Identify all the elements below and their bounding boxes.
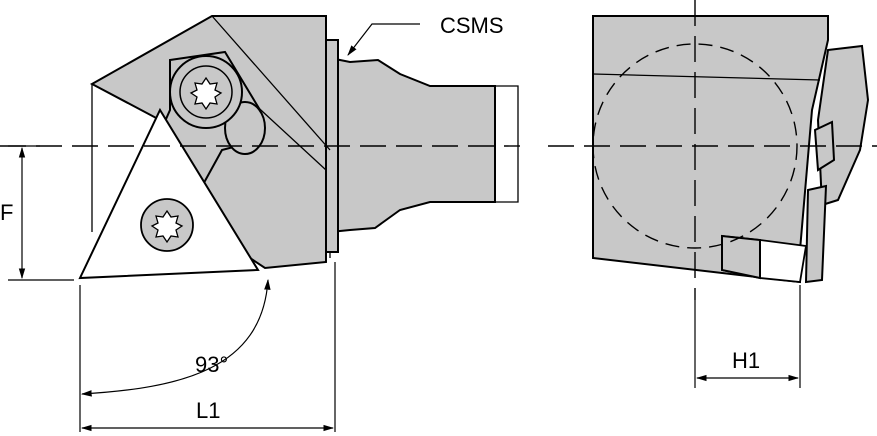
csms-shank xyxy=(329,56,496,234)
front-body xyxy=(592,15,829,284)
f-label: F xyxy=(0,200,13,225)
l1-label: L1 xyxy=(196,398,220,423)
front-view: H1 xyxy=(548,0,877,388)
torx-screw-icon xyxy=(140,198,194,252)
h1-label: H1 xyxy=(732,348,760,373)
angle-label: 93° xyxy=(195,352,228,377)
csms-label: CSMS xyxy=(440,13,504,38)
csms-leader xyxy=(347,23,420,56)
side-view: CSMS F 93° L1 xyxy=(0,13,520,432)
angle-arc xyxy=(80,278,271,397)
cutting-insert xyxy=(78,107,260,280)
torx-screw-icon xyxy=(169,55,243,129)
